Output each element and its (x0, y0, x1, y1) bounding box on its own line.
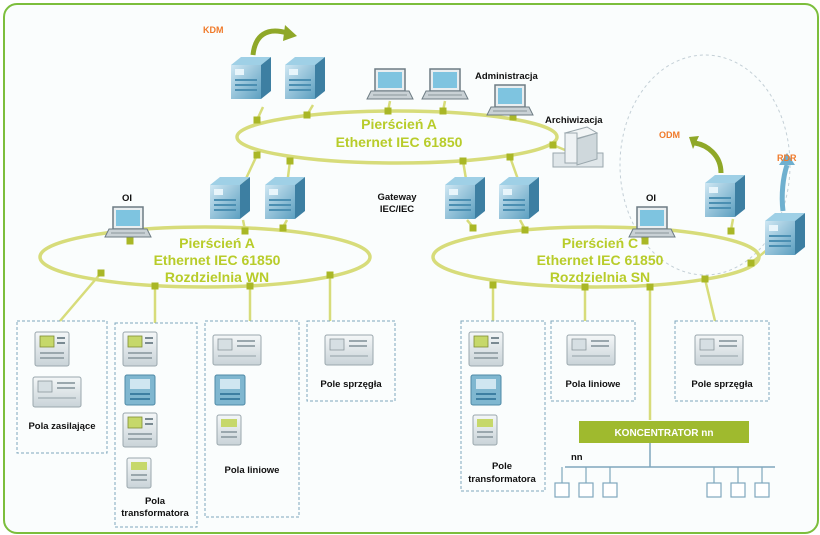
relay-transformer-sn-1 (468, 331, 504, 367)
pola-liniowe-wn-label: Pola liniowe (225, 465, 280, 476)
ring-a-wn-subtitle: Ethernet IEC 61850 (154, 252, 281, 268)
pola-transformatora-label-1: Pola (145, 496, 166, 507)
rdr-arrow (779, 164, 790, 212)
pole-transformatora-label-2: transformatora (468, 474, 536, 485)
oi-laptop-right (628, 206, 676, 238)
gateway-label-1: Gateway (377, 192, 417, 203)
odm-arrow (694, 140, 724, 174)
relay-coupler-sn (694, 334, 744, 366)
server-kdm-2 (285, 57, 325, 99)
relay-transformer-2 (124, 374, 156, 406)
nn-label: nn (571, 452, 583, 463)
archive-server (552, 126, 604, 168)
ring-a-top-subtitle: Ethernet IEC 61850 (336, 134, 463, 150)
gateway-server-1 (210, 177, 250, 219)
relay-transformer-1 (122, 331, 158, 367)
ring-a-top (235, 109, 559, 165)
gateway-server-2 (265, 177, 305, 219)
admin-laptop-2 (421, 68, 469, 100)
relay-line-wn-3 (216, 414, 242, 446)
relay-feeder-2 (32, 376, 82, 408)
ring-a-top-title: Pierścień A (361, 116, 437, 132)
relay-transformer-3 (122, 412, 158, 448)
relay-line-wn-1 (212, 334, 262, 366)
relay-transformer-4 (126, 457, 152, 489)
relay-coupler-wn (324, 334, 374, 366)
odm-label: ODM (659, 130, 680, 140)
network-diagram: KDM Administracja Archiwizacja Pierścień… (16, 25, 805, 528)
bay-drops (59, 272, 717, 420)
oi-right-label: OI (646, 193, 656, 204)
relay-line-sn (566, 334, 616, 366)
ring-a-wn-station: Rozdzielnia WN (165, 269, 269, 285)
rdr-label: RDR (777, 153, 797, 163)
oi-laptop-left (104, 206, 152, 238)
admin-laptop-3 (486, 84, 534, 116)
relay-transformer-sn-2 (470, 374, 502, 406)
kdm-label: KDM (203, 25, 224, 35)
pola-zasilajace-label: Pola zasilające (28, 421, 95, 432)
ring-c-sn-station: Rozdzielnia SN (550, 269, 650, 285)
diagram-frame: KDM Administracja Archiwizacja Pierścień… (3, 3, 819, 534)
relay-feeder-1 (34, 331, 70, 367)
ring-a-wn-title: Pierścień A (179, 235, 255, 251)
bay-boxes (16, 320, 770, 528)
pole-transformatora-label-1: Pole (492, 461, 512, 472)
administracja-label: Administracja (475, 71, 539, 82)
ring-c-sn-title: Pierścień C (562, 235, 638, 251)
pola-liniowe-sn-label: Pola liniowe (566, 379, 621, 390)
ring-a-wn (38, 225, 372, 289)
oi-left-label: OI (122, 193, 132, 204)
rdr-arrow-head (779, 153, 795, 165)
admin-laptop-1 (366, 68, 414, 100)
relay-transformer-sn-3 (472, 414, 498, 446)
server-rdr (765, 213, 805, 255)
pola-transformatora-label-2: transformatora (121, 508, 189, 519)
relay-line-wn-2 (214, 374, 246, 406)
gateway-server-4 (499, 177, 539, 219)
server-kdm-1 (231, 57, 271, 99)
koncentrator-label: KONCENTRATOR nn (614, 428, 713, 439)
ring-c-sn-subtitle: Ethernet IEC 61850 (537, 252, 664, 268)
server-odm (705, 175, 745, 217)
nn-bus-drops (561, 467, 763, 483)
kdm-arrow (250, 28, 288, 56)
nn-meters (554, 482, 770, 498)
pole-sprzegla-sn-label: Pole sprzęgła (691, 379, 753, 390)
gateway-server-3 (445, 177, 485, 219)
kdm-arrow-head (283, 25, 297, 41)
koncentrator-box (579, 421, 749, 443)
archiwizacja-label: Archiwizacja (545, 115, 603, 126)
gateway-label-2: IEC/IEC (380, 204, 414, 215)
odm-arrow-head (689, 136, 699, 149)
pole-sprzegla-wn-label: Pole sprzęgła (320, 379, 382, 390)
